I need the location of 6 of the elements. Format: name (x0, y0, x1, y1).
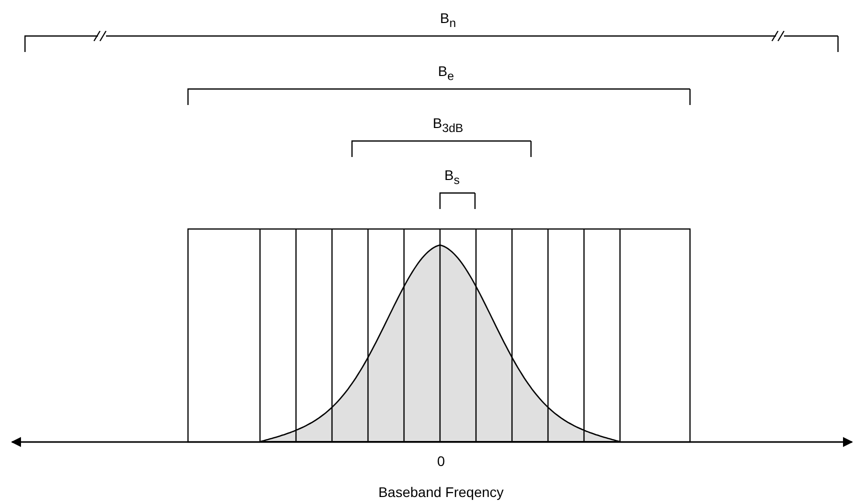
axis-tick-label: 0 (437, 453, 445, 469)
axis-title: Baseband Freqency (378, 484, 504, 500)
bandwidth-label: B$_{3dB}$ (432, 115, 464, 131)
bandwidth-label: B$_{s}$ (444, 167, 460, 183)
bandwidth-label: B$_{n}$ (440, 10, 456, 26)
bandwidth-label: B$_{e}$ (438, 63, 454, 79)
